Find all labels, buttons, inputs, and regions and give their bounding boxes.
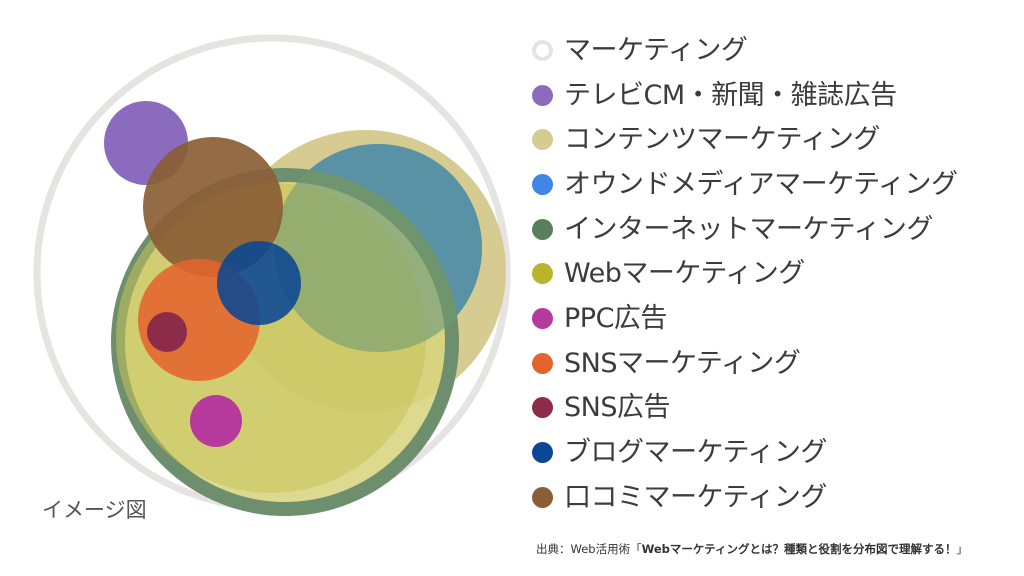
legend-swatch xyxy=(532,307,553,329)
legend-swatch xyxy=(532,263,553,285)
legend-swatch xyxy=(532,397,553,419)
legend-label: コンテンツマーケティング xyxy=(564,124,880,156)
legend-swatch xyxy=(532,442,553,464)
legend-swatch xyxy=(532,486,553,508)
source-prefix: 出典：Web活用術「 xyxy=(536,542,642,556)
legend-item: テレビCM・新聞・雑誌広告 xyxy=(532,73,957,118)
legend-item: マーケティング xyxy=(532,28,957,73)
legend-item: オウンドメディアマーケティング xyxy=(532,162,958,207)
image-caption: イメージ図 xyxy=(42,498,147,522)
legend-swatch xyxy=(532,218,553,240)
legend-swatch xyxy=(532,39,553,61)
circle-blog-marketing xyxy=(217,241,301,325)
circle-sns-ads xyxy=(147,312,187,352)
legend-label: SNSマーケティング xyxy=(564,347,801,379)
circle-word-of-mouth xyxy=(143,137,283,277)
legend-label: PPC広告 xyxy=(564,302,667,334)
legend-item: インターネットマーケティング xyxy=(532,207,957,252)
circle-ppc-ads xyxy=(190,395,242,447)
legend-item: SNS広告 xyxy=(532,386,957,431)
source-citation: 出典：Web活用術「Webマーケティングとは？種類と役割を分布図で理解する！」 xyxy=(536,541,968,557)
legend-item: ブログマーケティング xyxy=(532,430,957,475)
source-article-title: Webマーケティングとは？種類と役割を分布図で理解する！ xyxy=(641,542,957,556)
legend-item: SNSマーケティング xyxy=(532,341,957,386)
circle-owned-internet-overlap xyxy=(274,144,482,352)
legend-label: SNS広告 xyxy=(564,392,670,424)
legend: マーケティングテレビCM・新聞・雑誌広告コンテンツマーケティングオウンドメディア… xyxy=(532,28,958,520)
legend-item: Webマーケティング xyxy=(532,251,957,296)
marketing-venn-diagram xyxy=(33,34,511,516)
legend-label: テレビCM・新聞・雑誌広告 xyxy=(564,79,897,111)
legend-swatch xyxy=(532,129,553,151)
legend-swatch xyxy=(532,84,553,106)
legend-label: ブログマーケティング xyxy=(564,437,827,469)
legend-swatch xyxy=(532,352,553,374)
legend-label: インターネットマーケティング xyxy=(564,213,933,245)
legend-label: マーケティング xyxy=(564,34,748,66)
legend-item: コンテンツマーケティング xyxy=(532,117,957,162)
legend-label: Webマーケティング xyxy=(564,258,805,290)
legend-label: 口コミマーケティング xyxy=(564,481,827,513)
legend-item: 口コミマーケティング xyxy=(532,475,957,520)
legend-item: PPC広告 xyxy=(532,296,957,341)
legend-swatch xyxy=(532,173,553,195)
source-suffix: 」 xyxy=(956,542,968,556)
legend-label: オウンドメディアマーケティング xyxy=(564,168,958,200)
